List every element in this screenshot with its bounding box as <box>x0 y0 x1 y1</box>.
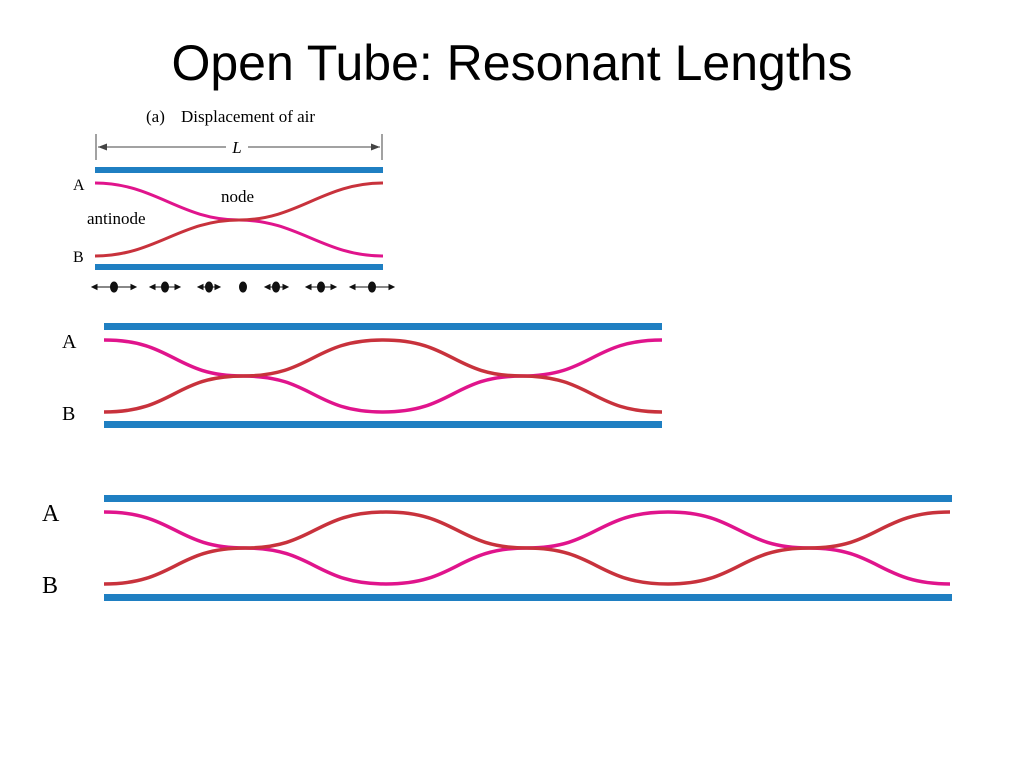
end-label-a: A <box>62 331 77 353</box>
figure-a: (a) Displacement of air L A B node antin… <box>73 107 396 293</box>
figure-c: A B <box>42 495 952 601</box>
end-label-b: B <box>73 249 84 266</box>
air-molecule <box>90 281 138 293</box>
wave-a <box>103 338 663 414</box>
air-molecule <box>263 281 290 293</box>
air-molecule <box>304 281 338 293</box>
tube-bottom-wall <box>95 264 383 270</box>
figure-a-panel-label: (a) <box>146 107 165 126</box>
node-label: node <box>221 187 254 206</box>
end-label-b: B <box>42 573 58 599</box>
length-label: L <box>231 138 241 157</box>
tube-bottom-wall <box>104 594 952 601</box>
wave-b <box>103 338 663 414</box>
end-label-b: B <box>62 403 75 425</box>
air-molecule <box>148 281 182 293</box>
tube-top-wall <box>95 167 383 173</box>
air-molecule <box>348 281 396 293</box>
air-molecule <box>196 281 222 293</box>
antinode-label: antinode <box>87 209 146 228</box>
figure-a-caption: Displacement of air <box>181 107 315 126</box>
wave-b <box>94 181 384 258</box>
wave-b <box>103 510 951 586</box>
slide-title: Open Tube: Resonant Lengths <box>171 35 853 91</box>
air-molecule <box>239 281 247 293</box>
end-label-a: A <box>73 177 85 194</box>
end-label-a: A <box>42 501 60 527</box>
air-molecule-row <box>90 281 396 293</box>
tube-top-wall <box>104 323 662 330</box>
tube-top-wall <box>104 495 952 502</box>
figure-b: A B <box>62 323 663 428</box>
length-dimension <box>95 134 383 160</box>
tube-bottom-wall <box>104 421 662 428</box>
